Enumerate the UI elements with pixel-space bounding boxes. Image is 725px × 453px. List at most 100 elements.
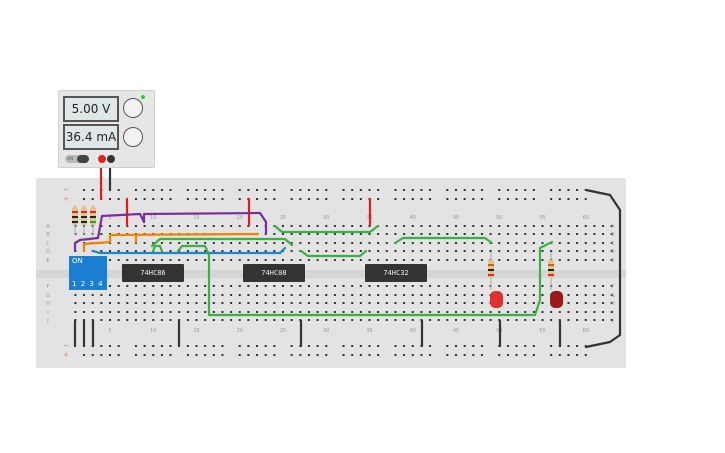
hole[interactable] [247,302,250,304]
rail-hole[interactable] [238,198,241,200]
rail-hole[interactable] [247,189,250,191]
rail-hole[interactable] [524,198,527,200]
rail-hole[interactable] [532,189,535,191]
rail-hole[interactable] [524,354,527,356]
hole[interactable] [83,311,86,313]
rail-hole[interactable] [109,345,111,347]
hole[interactable] [256,225,259,227]
rail-hole[interactable] [195,198,198,200]
hole[interactable] [152,302,155,304]
hole[interactable] [117,311,120,313]
hole[interactable] [299,225,302,227]
rail-hole[interactable] [351,354,354,356]
hole[interactable] [74,294,77,296]
hole[interactable] [576,250,579,252]
rail-hole[interactable] [221,198,224,200]
hole[interactable] [230,319,233,321]
hole[interactable] [524,302,527,304]
hole[interactable] [186,311,189,313]
hole[interactable] [333,285,336,287]
hole[interactable] [463,311,466,313]
hole[interactable] [359,294,362,296]
hole[interactable] [126,285,129,287]
hole[interactable] [221,294,224,296]
hole[interactable] [212,225,215,227]
hole[interactable] [541,311,544,313]
rail-hole[interactable] [117,189,120,191]
hole[interactable] [498,242,501,244]
rail-hole[interactable] [472,354,475,356]
hole[interactable] [403,294,406,296]
rail-hole[interactable] [143,354,146,356]
hole[interactable] [368,242,371,244]
rail-hole[interactable] [325,189,328,191]
hole[interactable] [299,233,302,235]
hole[interactable] [109,311,111,313]
hole[interactable] [256,302,259,304]
hole[interactable] [342,225,345,227]
rail-hole[interactable] [498,354,501,356]
hole[interactable] [584,285,587,287]
rail-hole[interactable] [463,198,466,200]
hole[interactable] [420,294,423,296]
hole[interactable] [134,285,137,287]
hole[interactable] [152,311,155,313]
hole[interactable] [325,259,328,261]
rail-hole[interactable] [307,354,310,356]
wire-orange[interactable] [82,232,260,253]
hole[interactable] [273,233,276,235]
rail-hole[interactable] [480,354,483,356]
hole[interactable] [282,311,284,313]
hole[interactable] [307,302,310,304]
rail-hole[interactable] [134,189,137,191]
hole[interactable] [420,259,423,261]
rail-hole[interactable] [506,345,509,347]
hole[interactable] [489,233,492,235]
hole[interactable] [576,242,579,244]
hole[interactable] [498,285,501,287]
hole[interactable] [221,225,224,227]
hole[interactable] [567,250,570,252]
hole[interactable] [178,302,181,304]
hole[interactable] [256,294,259,296]
hole[interactable] [515,233,518,235]
hole[interactable] [437,294,440,296]
hole[interactable] [342,242,345,244]
hole[interactable] [437,285,440,287]
hole[interactable] [377,285,380,287]
hole[interactable] [558,285,561,287]
rail-hole[interactable] [576,345,579,347]
hole[interactable] [532,250,535,252]
hole[interactable] [463,319,466,321]
hole[interactable] [247,259,250,261]
hole[interactable] [247,294,250,296]
hole[interactable] [584,233,587,235]
hole[interactable] [186,242,189,244]
chip-74hc32[interactable]: 74HC32 [365,264,427,282]
hole[interactable] [195,302,198,304]
hole[interactable] [342,259,345,261]
hole[interactable] [325,294,328,296]
rail-hole[interactable] [368,354,371,356]
hole[interactable] [593,242,596,244]
hole[interactable] [325,242,328,244]
rail-hole[interactable] [567,345,570,347]
hole[interactable] [333,311,336,313]
hole[interactable] [550,319,553,321]
rail-hole[interactable] [264,354,267,356]
rail-hole[interactable] [463,345,466,347]
hole[interactable] [204,294,207,296]
hole[interactable] [437,259,440,261]
hole[interactable] [377,250,380,252]
hole[interactable] [143,259,146,261]
hole[interactable] [195,294,198,296]
rail-hole[interactable] [316,345,319,347]
hole[interactable] [359,302,362,304]
hole[interactable] [282,302,284,304]
rail-hole[interactable] [169,198,172,200]
hole[interactable] [567,233,570,235]
hole[interactable] [134,319,137,321]
rail-hole[interactable] [506,198,509,200]
hole[interactable] [610,311,613,313]
hole[interactable] [91,302,94,304]
